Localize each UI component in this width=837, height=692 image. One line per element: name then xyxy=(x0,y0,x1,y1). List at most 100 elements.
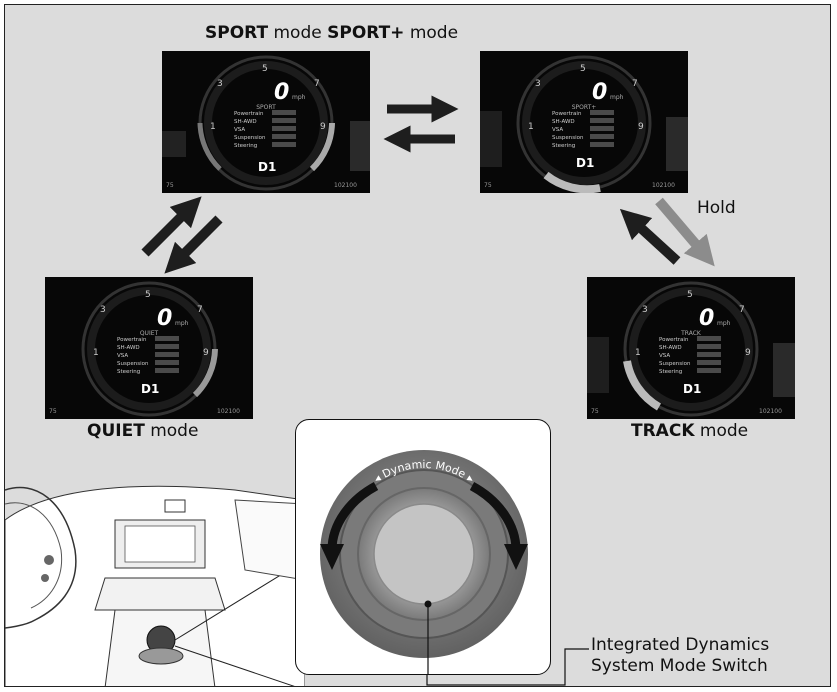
speed-readout: 0 xyxy=(592,80,607,105)
mode-name: QUIET xyxy=(140,330,159,337)
gear-indicator: D1 xyxy=(683,382,701,396)
odometer: 102100 xyxy=(759,408,782,415)
status-row-label: VSA xyxy=(117,353,128,359)
svg-text:7: 7 xyxy=(314,79,320,89)
mode-name: TRACK xyxy=(680,330,702,337)
status-row-bar xyxy=(697,352,721,357)
status-row-label: Steering xyxy=(234,143,257,149)
svg-text:1: 1 xyxy=(93,348,99,358)
status-row-bar xyxy=(272,134,296,139)
sport-label: SPORT mode SPORT+ mode xyxy=(205,23,459,43)
svg-text:5: 5 xyxy=(262,64,268,74)
status-row-label: VSA xyxy=(234,127,245,133)
speed-readout: 0 xyxy=(157,306,172,331)
status-row-label: Steering xyxy=(659,369,682,375)
odometer: 102100 xyxy=(652,182,675,189)
status-row-bar xyxy=(272,118,296,123)
svg-text:5: 5 xyxy=(145,290,151,300)
status-row-label: Powertrain xyxy=(117,337,147,343)
svg-text:3: 3 xyxy=(100,305,106,315)
status-row-label: SH-AWD xyxy=(117,345,140,351)
status-row-label: Suspension xyxy=(234,135,266,141)
status-row-bar xyxy=(155,360,179,365)
speed-unit: mph xyxy=(610,94,624,101)
status-row-label: SH-AWD xyxy=(659,345,682,351)
svg-text:3: 3 xyxy=(535,79,541,89)
status-row-label: VSA xyxy=(659,353,670,359)
status-row-bar xyxy=(590,126,614,131)
status-row-label: Powertrain xyxy=(552,111,582,117)
hold-label: Hold xyxy=(697,198,736,218)
quiet-label: QUIET mode xyxy=(87,421,199,441)
status-row-bar xyxy=(697,344,721,349)
status-row-bar xyxy=(272,110,296,115)
status-row-bar xyxy=(590,110,614,115)
speed-unit: mph xyxy=(717,320,731,327)
status-row-label: Suspension xyxy=(552,135,584,141)
rotate-right-arrow-icon xyxy=(504,544,528,570)
arrow-sport-to-quiet xyxy=(164,215,223,274)
switch-caption: Integrated Dynamics System Mode Switch xyxy=(591,635,770,676)
svg-text:3: 3 xyxy=(217,79,223,89)
status-row-bar xyxy=(272,142,296,147)
status-row-bar xyxy=(155,344,179,349)
temperature: 75 xyxy=(484,182,492,189)
odometer: 102100 xyxy=(217,408,240,415)
svg-text:9: 9 xyxy=(203,348,209,358)
svg-text:7: 7 xyxy=(197,305,203,315)
svg-text:9: 9 xyxy=(745,348,751,358)
status-row-bar xyxy=(590,118,614,123)
svg-text:5: 5 xyxy=(687,290,693,300)
status-row-bar xyxy=(697,336,721,341)
status-row-label: Suspension xyxy=(117,361,149,367)
gear-indicator: D1 xyxy=(258,160,276,174)
speed-unit: mph xyxy=(175,320,189,327)
status-row-label: VSA xyxy=(552,127,563,133)
status-row-bar xyxy=(697,368,721,373)
temperature: 75 xyxy=(49,408,57,415)
status-row-bar xyxy=(272,126,296,131)
dashboard-illustration xyxy=(5,485,305,686)
svg-text:3: 3 xyxy=(642,305,648,315)
svg-text:1: 1 xyxy=(210,122,216,132)
status-row-bar xyxy=(155,368,179,373)
speed-unit: mph xyxy=(292,94,306,101)
status-row-label: Powertrain xyxy=(234,111,264,117)
status-row-label: Suspension xyxy=(659,361,691,367)
temperature: 75 xyxy=(166,182,174,189)
mode-name: SPORT+ xyxy=(572,104,597,111)
status-row-label: Steering xyxy=(552,143,575,149)
status-row-bar xyxy=(155,336,179,341)
svg-text:1: 1 xyxy=(528,122,534,132)
diagram-frame: SPORT mode SPORT+ mode 3 1 5 7 9 0 mph S… xyxy=(4,4,831,687)
status-row-bar xyxy=(590,142,614,147)
status-row-label: SH-AWD xyxy=(552,119,575,125)
status-row-label: SH-AWD xyxy=(234,119,257,125)
svg-text:7: 7 xyxy=(632,79,638,89)
status-row-bar xyxy=(155,352,179,357)
odometer: 102100 xyxy=(334,182,357,189)
arrow-quiet-to-sport xyxy=(141,196,202,257)
track-label: TRACK mode xyxy=(631,421,749,441)
status-row-bar xyxy=(697,360,721,365)
mode-switch-inset: ◂ Dynamic Mode ▸ xyxy=(295,419,551,675)
arrow-track-to-sportplus xyxy=(619,208,681,265)
speed-readout: 0 xyxy=(274,80,289,105)
gear-indicator: D1 xyxy=(141,382,159,396)
svg-text:5: 5 xyxy=(580,64,586,74)
svg-text:7: 7 xyxy=(739,305,745,315)
rotate-left-arrow-icon xyxy=(320,544,344,570)
mode-name: SPORT xyxy=(256,104,276,111)
status-row-bar xyxy=(590,134,614,139)
speed-readout: 0 xyxy=(699,306,714,331)
temperature: 75 xyxy=(591,408,599,415)
svg-text:9: 9 xyxy=(320,122,326,132)
svg-text:1: 1 xyxy=(635,348,641,358)
svg-text:9: 9 xyxy=(638,122,644,132)
status-row-label: Steering xyxy=(117,369,140,375)
gear-indicator: D1 xyxy=(576,156,594,170)
